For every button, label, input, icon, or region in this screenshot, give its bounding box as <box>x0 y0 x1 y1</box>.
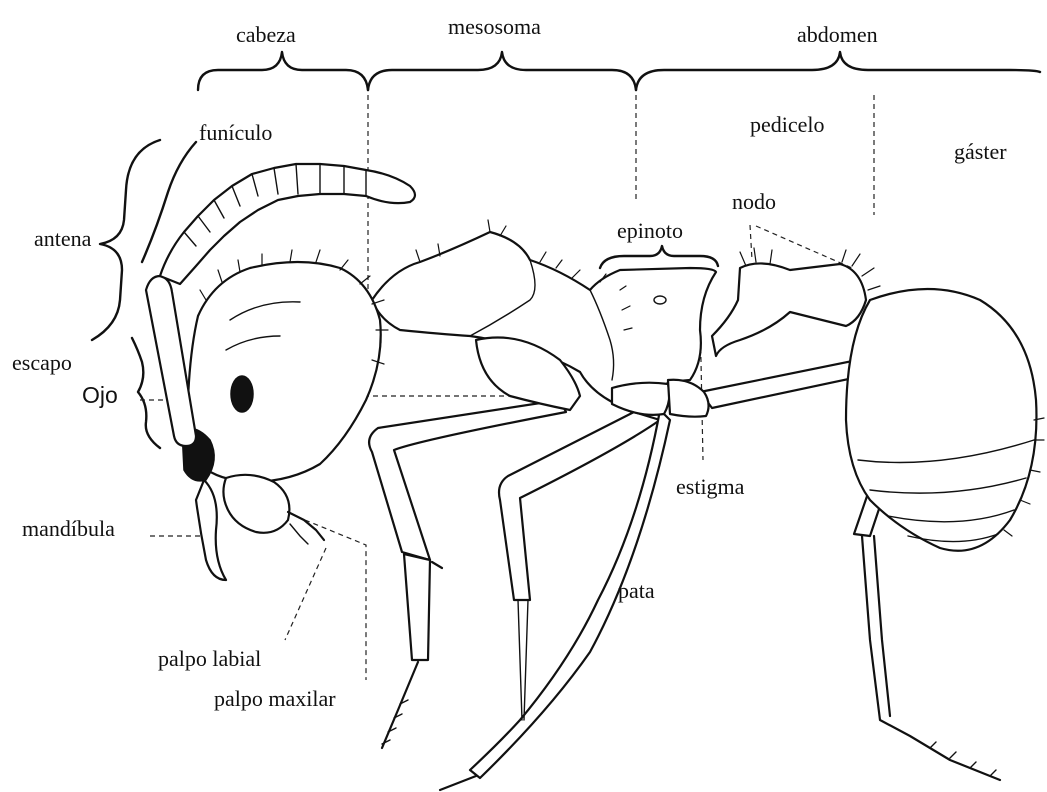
label-gaster: gáster <box>954 141 1007 163</box>
label-cabeza: cabeza <box>236 24 296 46</box>
brace-escapo <box>132 338 160 448</box>
label-escapo: escapo <box>12 352 72 374</box>
eye <box>231 376 253 412</box>
label-estigma: estigma <box>676 476 744 498</box>
brace-epinoto <box>600 246 718 268</box>
label-antena: antena <box>34 228 91 250</box>
label-nodo: nodo <box>732 191 776 213</box>
label-pedicelo: pedicelo <box>750 114 825 136</box>
label-abdomen: abdomen <box>797 24 878 46</box>
label-mesosoma: mesosoma <box>448 16 541 38</box>
label-epinoto: epinoto <box>617 220 683 242</box>
label-funiculo: funículo <box>199 122 272 144</box>
label-mandibula: mandíbula <box>22 518 115 540</box>
label-ojo: Ojo <box>82 384 118 407</box>
label-palpo-labial: palpo labial <box>158 648 261 670</box>
label-palpo-maxilar: palpo maxilar <box>214 688 336 710</box>
section-braces <box>198 52 1040 90</box>
brace-cabeza <box>198 52 368 90</box>
brace-mesosoma <box>368 52 636 90</box>
brace-abdomen <box>636 52 1040 90</box>
head <box>182 250 388 580</box>
label-pata: pata <box>618 580 655 602</box>
